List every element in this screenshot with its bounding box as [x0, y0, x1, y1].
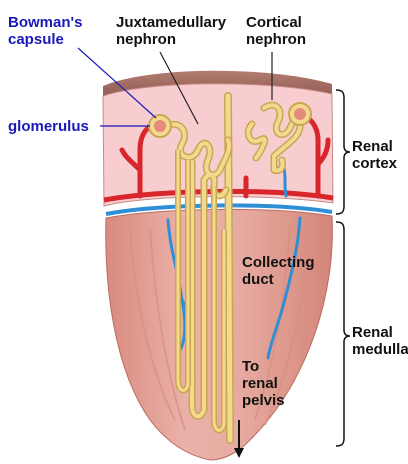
bracket-medulla — [336, 222, 350, 446]
label-glomerulus: glomerulus — [8, 118, 89, 135]
bracket-cortex — [336, 90, 350, 214]
label-to-renal-pelvis: To renal pelvis — [242, 358, 285, 409]
label-collecting-duct: Collecting duct — [242, 254, 315, 288]
label-juxtamedullary-nephron: Juxtamedullary nephron — [116, 14, 226, 48]
label-renal-cortex: Renal cortex — [352, 138, 397, 172]
label-renal-medulla: Renal medulla — [352, 324, 408, 358]
glomerulus-right — [289, 103, 311, 125]
label-cortical-nephron: Cortical nephron — [246, 14, 306, 48]
glomerulus-left — [149, 115, 171, 137]
renal-medulla-region — [106, 209, 333, 460]
label-bowmans-capsule: Bowman's capsule — [8, 14, 82, 48]
